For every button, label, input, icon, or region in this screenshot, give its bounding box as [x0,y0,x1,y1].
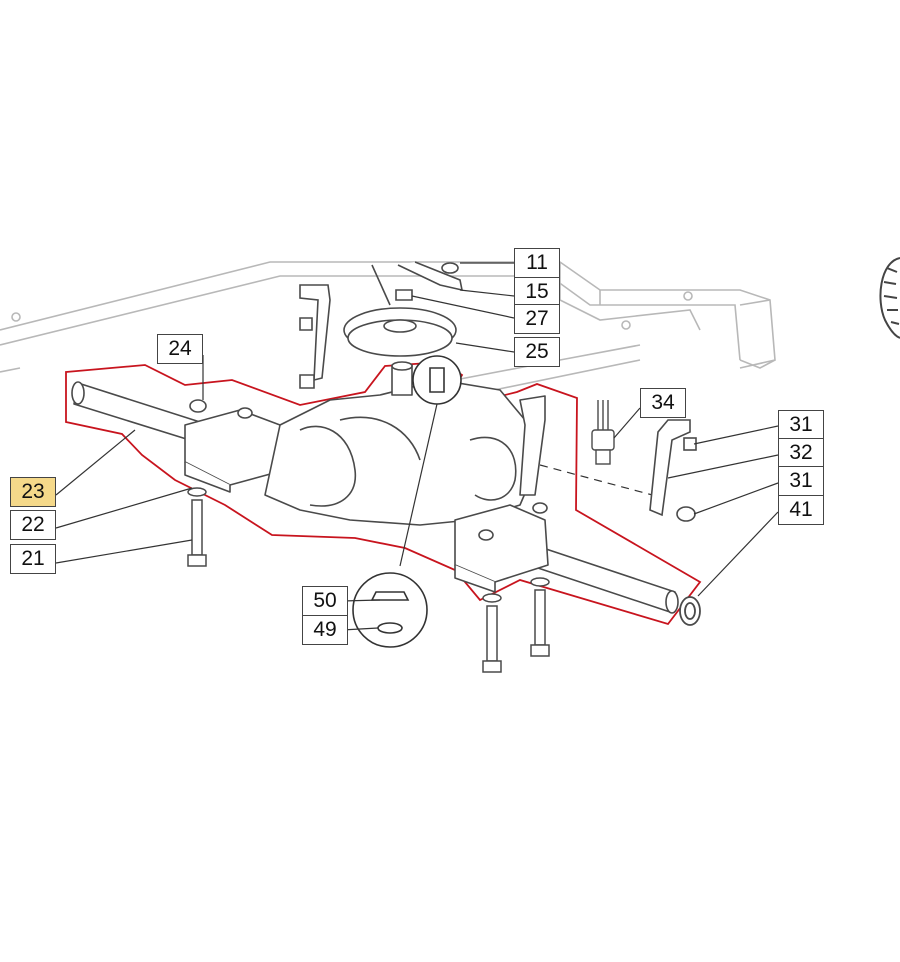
assembly-group-outline [65,361,702,626]
callout-22[interactable]: 22 [10,510,56,540]
callout-31-lower[interactable]: 31 [778,466,824,496]
callout-49[interactable]: 49 [302,615,348,645]
sensor-drawing [591,400,615,465]
callout-50[interactable]: 50 [302,586,348,616]
callout-34[interactable]: 34 [640,388,686,418]
callout-41[interactable]: 41 [778,495,824,525]
callout-32[interactable]: 32 [778,438,824,468]
callout-24[interactable]: 24 [157,334,203,364]
callout-11[interactable]: 11 [514,248,560,278]
callout-31-upper[interactable]: 31 [778,410,824,440]
callout-27[interactable]: 27 [514,304,560,334]
wheel-tyre-partial [879,257,900,339]
pulley-drawing [343,261,464,357]
chassis-frame-drawing [0,261,776,396]
callout-21[interactable]: 21 [10,544,56,574]
bolts-drawing [187,487,550,673]
callout-15[interactable]: 15 [514,277,560,307]
leader-lines [55,262,779,631]
callout-25[interactable]: 25 [514,337,560,367]
right-bracket-drawing [649,419,697,522]
washer-drawing [679,596,701,626]
left-bracket-drawing [299,284,331,389]
alignment-guide [539,464,661,498]
transaxle-drawing [71,361,679,614]
callout-23[interactable]: 23 [10,477,56,507]
